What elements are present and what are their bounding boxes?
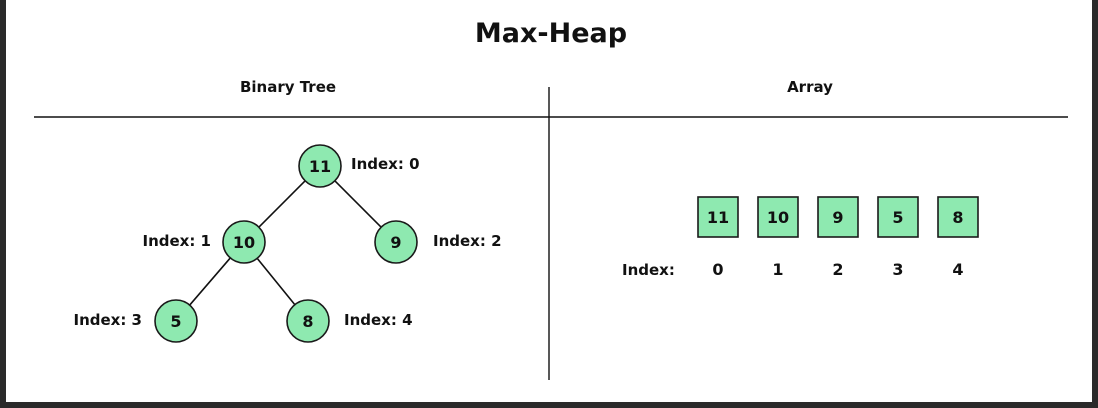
tree-node-left-right: 8 Index: 4 [286, 299, 413, 343]
array-cell-box [937, 196, 979, 238]
tree-node-right: 9 Index: 2 [374, 220, 502, 264]
node-index-label: Index: 2 [433, 232, 502, 250]
node-circle [374, 220, 418, 264]
array-index: 0 [712, 260, 723, 279]
array-cell-box [817, 196, 859, 238]
node-value: 8 [302, 312, 313, 331]
tree-node-left: 10 Index: 1 [142, 220, 266, 264]
array-index: 1 [772, 260, 783, 279]
array-index: 3 [892, 260, 903, 279]
tree-node-root: 11 Index: 0 [298, 144, 420, 188]
array-cell-box [757, 196, 799, 238]
array-cell-value: 8 [952, 208, 963, 227]
node-index-label: Index: 4 [344, 311, 413, 329]
tree-node-left-left: 5 Index: 3 [73, 299, 198, 343]
array-index: 2 [832, 260, 843, 279]
node-value: 5 [170, 312, 181, 331]
tree-edge [256, 257, 296, 306]
array-cell-value: 10 [767, 208, 789, 227]
array-cell: 8 [937, 196, 979, 238]
node-value: 10 [233, 233, 255, 252]
array-cell: 9 [817, 196, 859, 238]
node-value: 9 [390, 233, 401, 252]
tree-section-heading: Binary Tree [240, 78, 336, 96]
node-circle [298, 144, 342, 188]
node-circle [222, 220, 266, 264]
array-cell-value: 11 [707, 208, 729, 227]
node-index-label: Index: 3 [73, 311, 142, 329]
tree-edges [189, 180, 382, 306]
max-heap-diagram: Max-Heap Binary Tree Array 11 Index: 0 1… [34, 18, 1068, 380]
array-cell-value: 5 [892, 208, 903, 227]
array-section-heading: Array [787, 78, 833, 96]
array-index: 4 [952, 260, 963, 279]
diagram-frame: Max-Heap Binary Tree Array 11 Index: 0 1… [6, 0, 1092, 402]
array-cell-value: 9 [832, 208, 843, 227]
page-title: Max-Heap [475, 18, 627, 49]
node-circle [286, 299, 330, 343]
array-cell: 11 [697, 196, 739, 238]
array-index-heading: Index: [622, 261, 675, 279]
tree-edge [334, 180, 382, 228]
node-index-label: Index: 0 [351, 155, 420, 173]
array-cell-box [697, 196, 739, 238]
array-cell: 5 [877, 196, 919, 238]
array-cell-box [877, 196, 919, 238]
node-index-label: Index: 1 [142, 232, 211, 250]
node-value: 11 [309, 157, 331, 176]
tree-edge [189, 257, 231, 306]
node-circle [154, 299, 198, 343]
array-cell: 10 [757, 196, 799, 238]
tree-edge [258, 180, 306, 228]
